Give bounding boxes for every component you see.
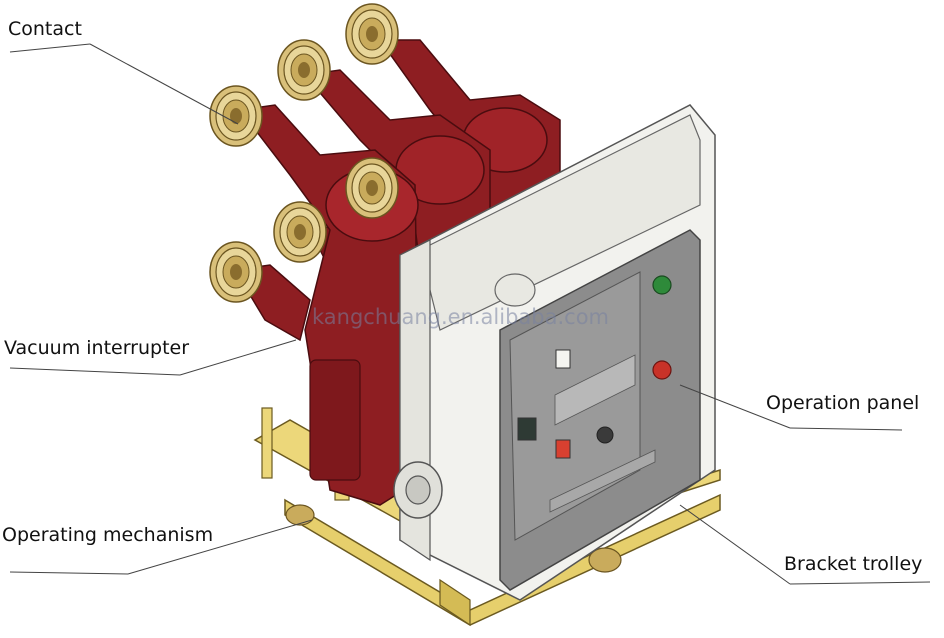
- label-operating-mechanism: Operating mechanism: [2, 524, 214, 546]
- label-contact: Contact: [8, 18, 82, 40]
- label-bracket-trolley: Bracket trolley: [784, 553, 923, 575]
- label-vacuum-interrupter: Vacuum interrupter: [4, 337, 190, 359]
- operation-panel: [499, 229, 701, 591]
- label-operation-panel: Operation panel: [766, 392, 920, 414]
- watermark: kangchuang.en.alibaba.com: [312, 305, 610, 329]
- leader-lines: [9, 43, 931, 585]
